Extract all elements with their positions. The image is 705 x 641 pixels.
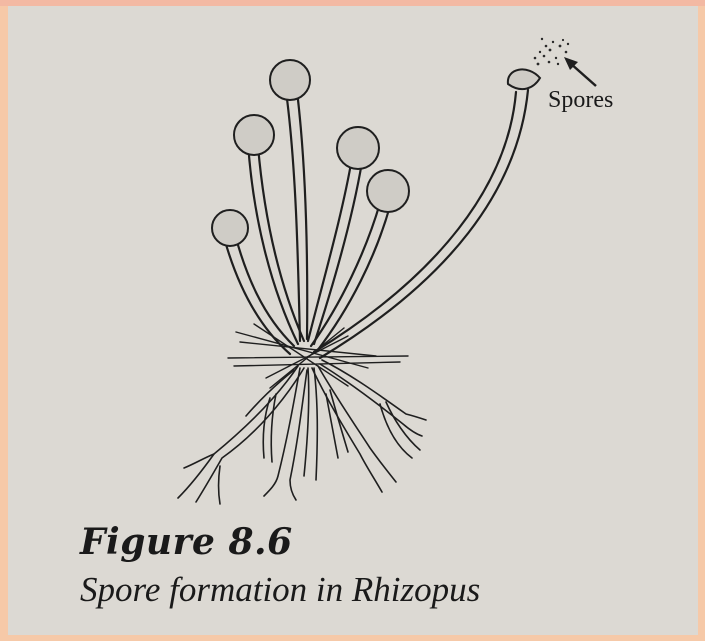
figure-caption: Spore formation in Rhizopus xyxy=(80,570,480,610)
sporangium xyxy=(337,127,379,169)
spores-arrow xyxy=(564,57,596,86)
sporangium xyxy=(367,170,409,212)
rhizoids xyxy=(178,360,426,504)
spores-label: Spores xyxy=(548,87,613,113)
sporangium xyxy=(234,115,274,155)
figure-number: Figure 8.6 xyxy=(80,521,293,563)
bursting-sporangium xyxy=(508,69,540,89)
textbook-page: Spores xyxy=(8,6,698,635)
sporangium xyxy=(270,60,310,100)
rhizopus-diagram: Spores xyxy=(8,6,698,516)
sporangium xyxy=(212,210,248,246)
released-spores xyxy=(534,38,570,66)
